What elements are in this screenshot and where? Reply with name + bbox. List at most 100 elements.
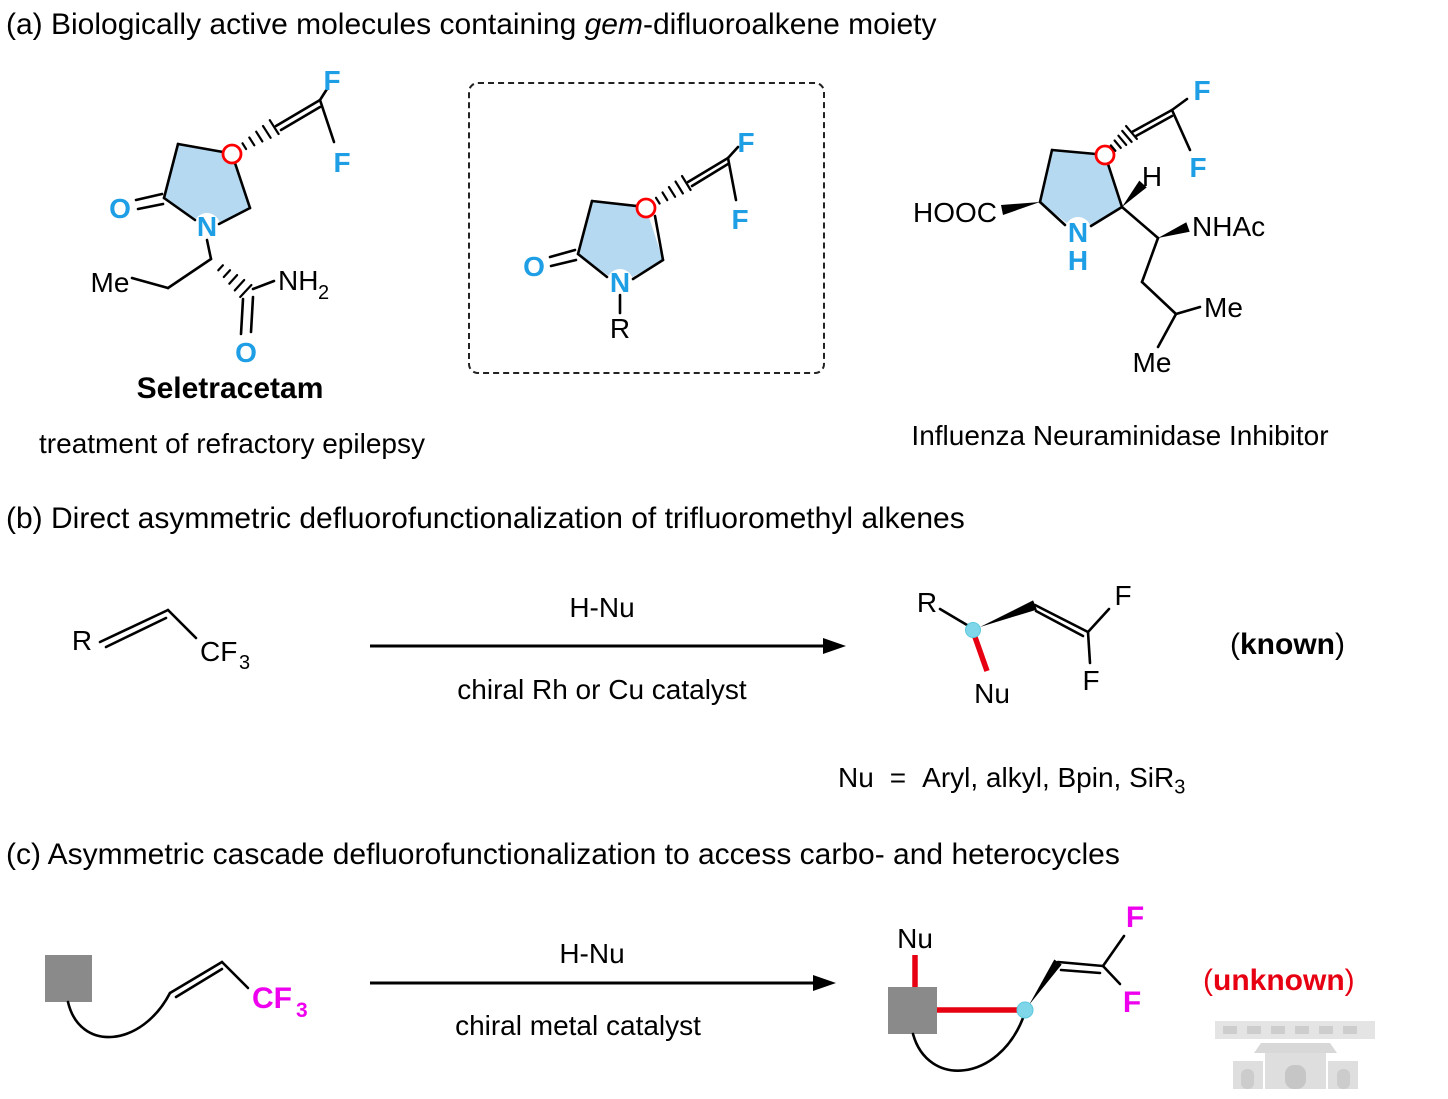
- hashed-wedge-vinyl: [654, 174, 692, 205]
- bond-to-cf3: [166, 608, 198, 640]
- sidechain-bond-2: [1140, 280, 1178, 316]
- paren-open: (: [1203, 964, 1213, 997]
- bond-to-me2: [1156, 312, 1178, 349]
- fragment-square: [888, 987, 937, 1034]
- ring-n-label: N: [610, 267, 630, 298]
- bond-to-f-top: [726, 145, 740, 160]
- me1-label: Me: [1204, 292, 1243, 323]
- sidechain-bond-1: [1140, 236, 1160, 284]
- cf3-label: CF: [252, 982, 292, 1015]
- pyrrolidinone-ring-fill: [578, 201, 663, 284]
- panel-b-reactant-structure: R CF 3: [72, 608, 250, 674]
- known-word: known: [1240, 628, 1335, 661]
- red-bond-to-nu: [972, 636, 990, 672]
- bold-wedge-nhac: [1158, 222, 1190, 238]
- core-scaffold-structure: F F O N R: [523, 127, 754, 344]
- panel-b-catalyst: chiral Rh or Cu catalyst: [457, 674, 747, 705]
- cf3-label: CF: [200, 636, 237, 667]
- fragment-square: [45, 955, 92, 1002]
- f-right-label: F: [333, 147, 350, 178]
- n-label-backing: [194, 213, 220, 239]
- stereocenter-marker: [221, 143, 243, 165]
- f-bottom-label: F: [1123, 986, 1141, 1019]
- paren-close: ): [1344, 964, 1355, 997]
- n-label-backing: [607, 269, 633, 295]
- hooc-label: HOOC: [913, 197, 997, 228]
- panel-c-catalyst: chiral metal catalyst: [455, 1010, 701, 1041]
- nh-h-label: H: [1068, 245, 1088, 276]
- watermark-banner-marks: [1223, 1026, 1357, 1034]
- ring-h-label: H: [1142, 161, 1162, 192]
- panel-c-reagent: H-Nu: [559, 938, 625, 969]
- arrow-head: [813, 975, 836, 991]
- ring-n-label: N: [1068, 217, 1088, 248]
- f-top-label: F: [1193, 75, 1210, 106]
- nu-scope-rhs: Aryl, alkyl, Bpin, SiR: [922, 762, 1175, 793]
- f-top-label: F: [1126, 901, 1144, 934]
- me2-label: Me: [1133, 347, 1172, 378]
- hashed-wedge-vinyl: [241, 119, 280, 151]
- f-right-label: F: [1189, 152, 1206, 183]
- hashed-wedge-amide: [217, 264, 253, 299]
- pyrrolidinone-ring-fill: [164, 144, 250, 228]
- paren-open: (: [1230, 628, 1240, 661]
- bold-wedge-hooc: [1001, 202, 1040, 215]
- panel-a-heading-gem: gem: [584, 8, 643, 41]
- vinyl-double-bond: [1033, 603, 1090, 638]
- cf3-subscript: 3: [239, 652, 250, 674]
- stereocenter-dot: [965, 622, 981, 638]
- stereocenter-marker: [1094, 144, 1116, 166]
- bond-to-f-right: [726, 156, 738, 202]
- stereocenter-marker: [635, 197, 657, 219]
- seletracetam-caption: treatment of refractory epilepsy: [39, 428, 425, 459]
- f-right-label: F: [731, 204, 748, 235]
- panel-a-heading: (a) Biologically active molecules contai…: [6, 8, 936, 42]
- ring-carbonyl-double-bond: [134, 192, 165, 211]
- bond-to-me1: [1174, 305, 1202, 316]
- ring-o-label: O: [109, 193, 131, 224]
- tether-curve: [66, 991, 172, 1039]
- panel-c-reactant-structure: CF 3: [45, 955, 308, 1039]
- r-group-label: R: [72, 625, 92, 656]
- bold-wedge-vinyl: [1029, 959, 1062, 1005]
- vinyl-double-bond: [686, 156, 730, 188]
- bond-to-f-bottom: [1086, 630, 1092, 665]
- seletracetam-name: Seletracetam: [136, 372, 324, 405]
- cf3-subscript: 3: [296, 999, 308, 1022]
- nhac-label: NHAc: [1192, 211, 1265, 242]
- hashed-wedge-vinyl: [1109, 124, 1138, 152]
- amide-carbonyl-double-bond: [239, 295, 255, 336]
- ring-carbonyl-double-bond: [548, 248, 578, 268]
- panel-c-reaction-arrow: [370, 975, 836, 991]
- bond-to-f-top: [318, 87, 329, 102]
- n-alpha-bond: [205, 238, 213, 261]
- bold-wedge-h: [1122, 180, 1147, 207]
- n-label-backing: [1065, 217, 1091, 243]
- panel-c-heading: (c) Asymmetric cascade defluorofunctiona…: [6, 838, 1120, 871]
- institution-watermark: [1215, 1021, 1375, 1089]
- panel-b-reagent: H-Nu: [569, 592, 635, 623]
- panel-c-product-structure: Nu F F: [888, 901, 1144, 1072]
- vinyl-double-bond: [274, 98, 322, 132]
- bond-to-f-top: [1170, 97, 1189, 112]
- stereocenter-dot: [1016, 1001, 1034, 1019]
- panel-c-status: (unknown): [1203, 964, 1355, 998]
- amide-o-label: O: [235, 337, 257, 368]
- watermark-building: [1233, 1043, 1358, 1089]
- ring-bonds: [576, 199, 665, 281]
- r-group-label: R: [610, 313, 630, 344]
- ch2-alpha-bond: [166, 257, 213, 290]
- r-stereocenter-bond: [938, 607, 969, 627]
- bond-to-f-right: [318, 98, 336, 144]
- ring-bonds: [1038, 148, 1124, 228]
- neuraminidase-inhibitor-structure: F F HOOC N H H NHAc Me Me: [913, 75, 1265, 378]
- f-top-label: F: [323, 65, 340, 96]
- ring-n-label: N: [197, 211, 217, 242]
- nu-scope-sub: 3: [1174, 776, 1186, 799]
- bond-to-f-bottom: [1101, 964, 1122, 986]
- pyrrolidine-ring-fill: [1040, 150, 1122, 232]
- nu-label: Nu: [974, 678, 1010, 709]
- arrow-head: [823, 638, 846, 654]
- nu-scope-eq: =: [889, 762, 907, 793]
